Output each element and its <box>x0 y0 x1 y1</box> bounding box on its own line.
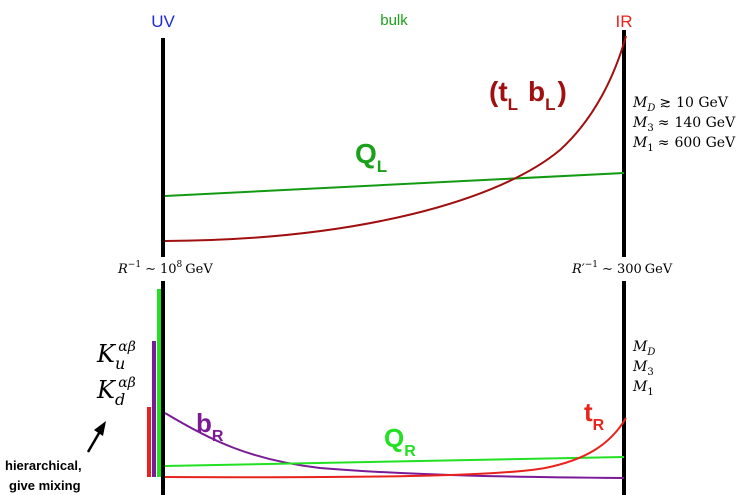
yukawa-bar-green <box>157 289 161 477</box>
lower-mass-list: MD M3 M1 <box>632 339 655 398</box>
ku-coupling-label: Kuαβ <box>96 339 136 373</box>
ql-profile-curve <box>164 172 625 197</box>
mass-m1-value: M1≈600 GeV <box>632 135 736 154</box>
tr-label: tR <box>584 397 605 434</box>
mass-md-symbol: MD <box>632 339 655 358</box>
upper-mass-list: MD≳10 GeV M3≈140 GeV M1≈600 GeV <box>632 95 736 154</box>
mass-m1-symbol: M1 <box>632 379 654 398</box>
br-label: bR <box>196 408 224 445</box>
yukawa-bar-red <box>147 407 151 477</box>
yukawa-bar-purple <box>152 341 156 477</box>
note-hierarchical: hierarchical, <box>5 458 82 473</box>
mass-m3-symbol: M3 <box>632 359 654 378</box>
mixing-arrow-icon <box>94 421 106 436</box>
note-give-mixing: give mixing <box>9 478 81 493</box>
kd-coupling-label: Kdαβ <box>96 375 136 409</box>
mass-md-bound: MD≳10 GeV <box>632 95 729 114</box>
ql-label: QL <box>355 138 387 176</box>
tl-bl-profile-curve <box>164 35 627 242</box>
ir-label: IR <box>616 12 633 31</box>
qr-profile-curve <box>164 456 625 467</box>
uv-label: UV <box>151 12 175 31</box>
bulk-label: bulk <box>380 12 408 29</box>
br-profile-curve <box>164 412 625 479</box>
tr-profile-curve <box>164 417 627 479</box>
mass-m3-value: M3≈140 GeV <box>632 115 736 134</box>
qr-label: QR <box>384 423 416 460</box>
